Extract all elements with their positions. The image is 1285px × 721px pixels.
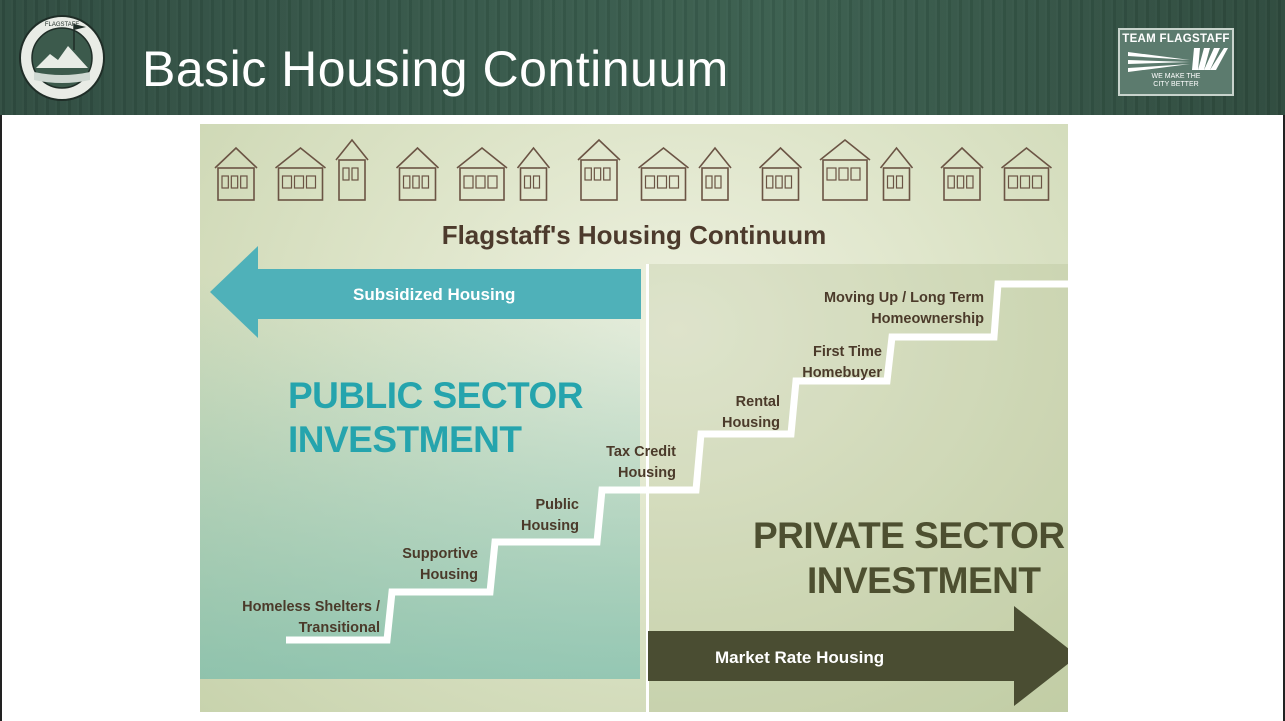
house-icon (335, 138, 369, 201)
public-sector-line-2: INVESTMENT (288, 419, 522, 460)
house-icon (758, 146, 803, 201)
market-rate-housing-arrow (648, 606, 1068, 706)
slide-border-left (0, 115, 2, 721)
slide-border-right (1283, 115, 1285, 721)
house-icon (395, 146, 440, 201)
house-icon (214, 146, 258, 201)
houses-row (214, 138, 1052, 201)
badge-tagline: WE MAKE THE CITY BETTER (1151, 73, 1201, 88)
subsidized-housing-arrow (210, 246, 641, 338)
private-sector-line-1: PRIVATE SECTOR (753, 515, 1065, 556)
staircase (286, 280, 1068, 644)
sun-rays-icon (1128, 48, 1228, 72)
house-icon (698, 146, 732, 201)
step-moving-up-homeownership: Moving Up / Long Term Homeownership (823, 290, 984, 327)
private-sector-line-2: INVESTMENT (807, 560, 1041, 601)
svg-text:FLAGSTAFF: FLAGSTAFF (45, 22, 80, 28)
step-rental-housing: Rental Housing (722, 394, 780, 431)
slide-header: FLAGSTAFF Basic Housing Continuum TEAM F… (0, 0, 1285, 115)
step-first-time-homebuyer: First Time Homebuyer (802, 344, 882, 381)
public-sector-zone (200, 274, 640, 679)
public-sector-line-1: PUBLIC SECTOR (288, 375, 584, 416)
subsidized-housing-label: Subsidized Housing (353, 285, 516, 304)
house-icon (275, 146, 326, 201)
house-icon (940, 146, 984, 201)
slide-title: Basic Housing Continuum (142, 41, 729, 97)
house-icon (456, 146, 508, 201)
house-icon (577, 138, 621, 201)
step-supportive-housing: Supportive Housing (402, 546, 478, 583)
team-flagstaff-badge: TEAM FLAGSTAFF WE MAKE THE CITY BETTER (1118, 28, 1234, 96)
badge-name: TEAM FLAGSTAFF (1122, 33, 1230, 45)
house-icon (819, 138, 871, 201)
step-public-housing: Public Housing (521, 497, 579, 534)
city-seal-icon: FLAGSTAFF (19, 15, 105, 101)
market-rate-housing-label: Market Rate Housing (715, 648, 885, 667)
header-texture (0, 0, 1285, 115)
continuum-title: Flagstaff's Housing Continuum (441, 220, 827, 250)
step-homeless-shelters: Homeless Shelters / Transitional (242, 599, 380, 636)
step-tax-credit-housing: Tax Credit Housing (606, 444, 676, 481)
house-icon (638, 146, 689, 201)
house-icon (516, 146, 551, 201)
house-icon (1001, 146, 1052, 201)
house-icon (879, 146, 914, 201)
housing-continuum-diagram: Flagstaff's Housing Continuum Subsidized… (200, 124, 1068, 712)
